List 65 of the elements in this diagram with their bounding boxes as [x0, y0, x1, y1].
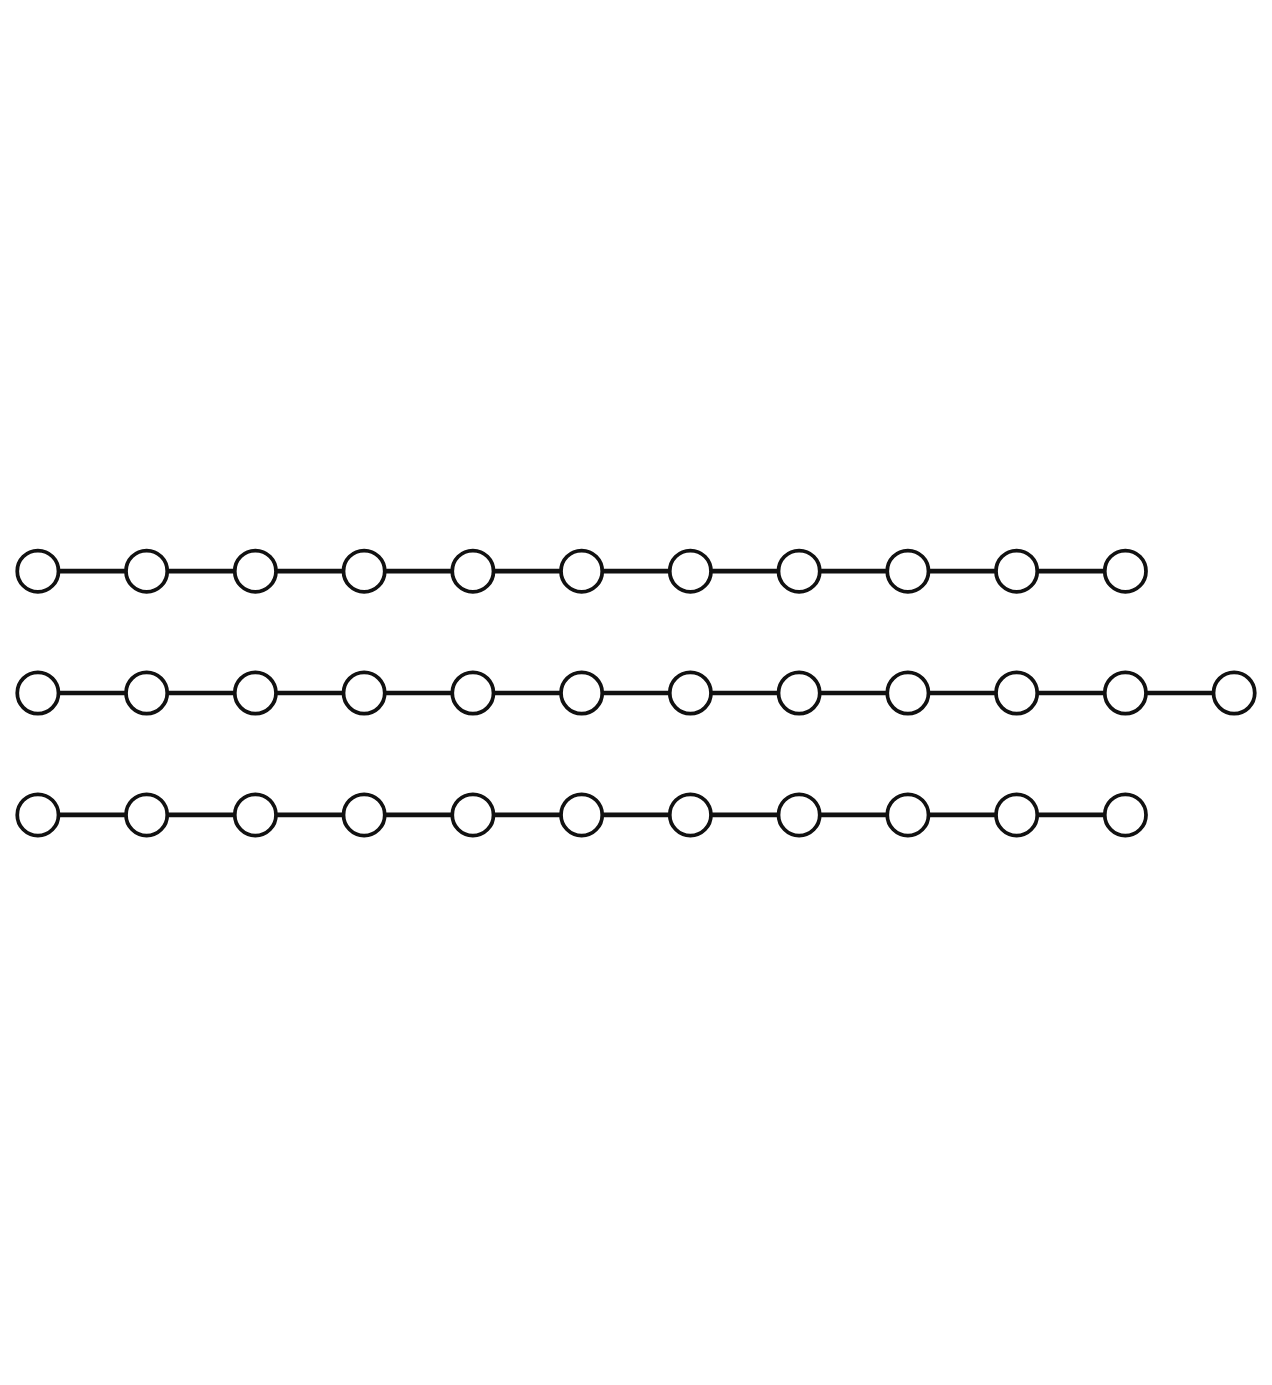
connector: [711, 812, 778, 817]
connector: [1037, 568, 1105, 573]
node-circle: [232, 548, 278, 594]
node-circle: [450, 791, 496, 837]
connector: [276, 690, 343, 695]
node-circle: [776, 670, 822, 715]
node-circle: [667, 670, 713, 715]
node-circle: [341, 791, 387, 837]
node-circle: [450, 548, 496, 594]
connector: [602, 690, 670, 695]
node-circle: [15, 548, 61, 594]
node-circle: [885, 791, 931, 837]
node-circle: [885, 670, 931, 715]
node-circle: [885, 548, 931, 594]
node-circle: [232, 791, 278, 837]
node-circle: [341, 548, 387, 594]
connector: [384, 812, 452, 817]
node-circle: [776, 791, 822, 837]
connector: [1037, 812, 1105, 817]
connector: [276, 568, 343, 573]
connector: [493, 690, 561, 695]
connector: [167, 812, 235, 817]
connector: [1146, 690, 1213, 695]
connector: [384, 568, 452, 573]
node-circle: [124, 670, 170, 715]
connector: [58, 568, 126, 573]
connector: [1037, 690, 1105, 695]
connector: [602, 812, 670, 817]
node-circle: [15, 670, 61, 715]
node-circle: [15, 791, 61, 837]
node-circle: [450, 670, 496, 715]
connector: [819, 568, 887, 573]
node-circle: [994, 548, 1040, 594]
connector: [928, 812, 996, 817]
node-circle: [1102, 791, 1148, 837]
connector: [711, 690, 778, 695]
node-circle: [994, 791, 1040, 837]
node-circle: [667, 791, 713, 837]
node-circle: [776, 548, 822, 594]
node-circle: [559, 791, 605, 837]
connector: [58, 812, 126, 817]
connector: [58, 690, 126, 695]
node-circle: [559, 670, 605, 715]
node-circle: [559, 548, 605, 594]
connector: [493, 812, 561, 817]
connector: [928, 568, 996, 573]
connector: [167, 568, 235, 573]
node-circle: [1102, 548, 1148, 594]
node-circle: [232, 670, 278, 715]
node-circle: [124, 791, 170, 837]
node-circle: [341, 670, 387, 715]
connector: [819, 690, 887, 695]
connector: [276, 812, 343, 817]
node-circle: [1211, 670, 1257, 715]
connector: [493, 568, 561, 573]
node-circle: [1102, 670, 1148, 715]
connector: [928, 690, 996, 695]
connector: [602, 568, 670, 573]
node-circle: [124, 548, 170, 594]
connector: [819, 812, 887, 817]
connector: [384, 690, 452, 695]
connector: [711, 568, 778, 573]
node-circle: [667, 548, 713, 594]
connector: [167, 690, 235, 695]
node-circle: [994, 670, 1040, 715]
